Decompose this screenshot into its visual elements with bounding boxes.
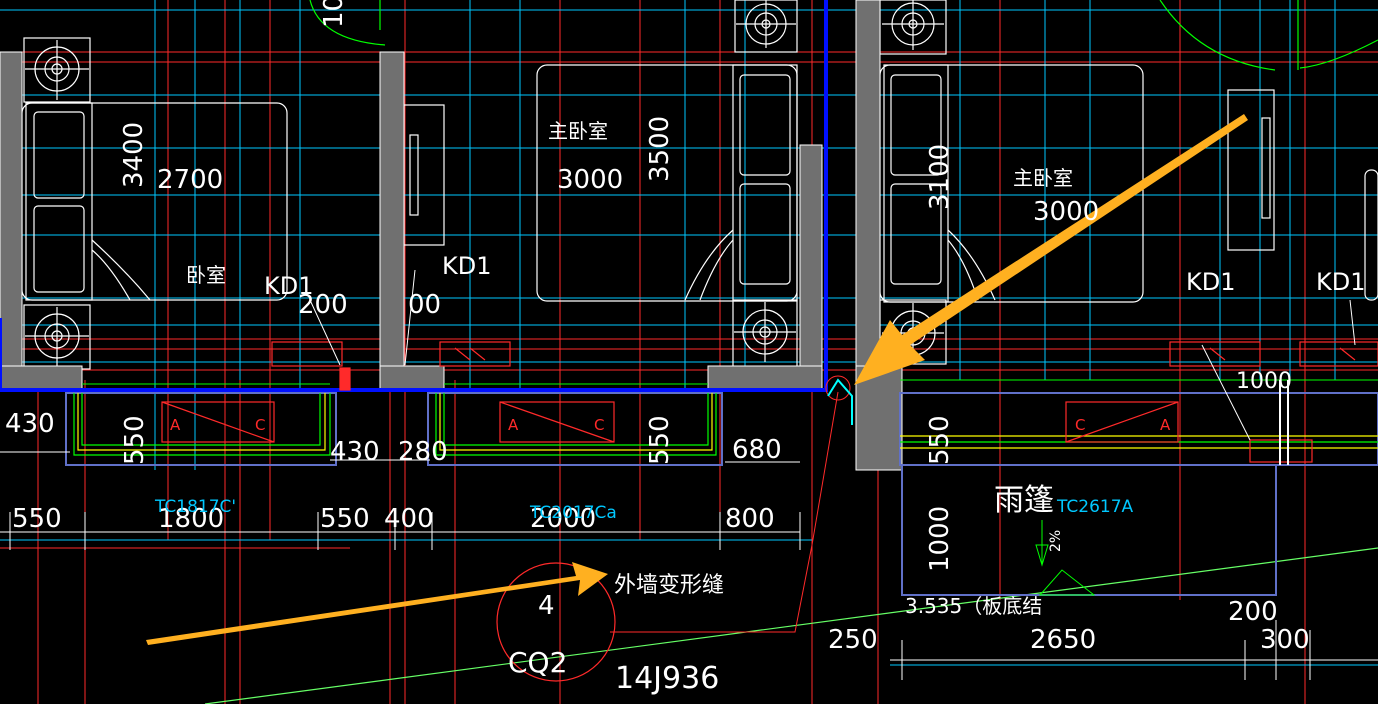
kd1-tag-a: KD1 — [264, 272, 314, 300]
kd1-tag-d: KD1 — [1316, 268, 1366, 296]
dim-550-c: 550 — [925, 415, 955, 465]
arrow-upper — [854, 114, 1248, 385]
dim-2650: 2650 — [1030, 625, 1096, 655]
slope-label: 2% — [1048, 530, 1064, 552]
window-tag-c: TC2617A — [1056, 497, 1134, 517]
partial-top-label: 10 — [319, 0, 349, 28]
detail-ref: CQ2 — [508, 646, 567, 679]
kd1-tag-c: KD1 — [1186, 268, 1236, 296]
dim-00: 00 — [408, 290, 441, 320]
dim-250: 250 — [828, 625, 878, 655]
arrow-lower — [146, 562, 608, 645]
dim-680: 680 — [732, 435, 782, 465]
room-master-left: 主卧室 — [548, 119, 608, 143]
dim-3100: 3100 — [925, 144, 955, 210]
dim-550-a: 550 — [120, 415, 150, 465]
furniture — [21, 64, 1378, 303]
dim-3500: 3500 — [645, 116, 675, 182]
dim-3000-left: 3000 — [557, 165, 623, 195]
dim-1000-v: 1000 — [925, 506, 955, 572]
dim-2700: 2700 — [157, 165, 223, 195]
dim-550-b: 550 — [645, 415, 675, 465]
door-arcs — [309, 0, 1378, 71]
dim-550-e: 550 — [320, 504, 370, 534]
slope-line — [204, 547, 1378, 704]
window-tag-b: TC2017Ca — [529, 503, 617, 523]
window-tag-a: TC1817C' — [154, 497, 236, 517]
dim-550-d: 550 — [12, 504, 62, 534]
dim-3400: 3400 — [119, 122, 149, 188]
ac-label-b1: A — [508, 416, 519, 434]
dim-800: 800 — [725, 504, 775, 534]
dim-430-a: 430 — [5, 409, 55, 439]
room-bedroom: 卧室 — [186, 263, 226, 287]
ac-label-c1: C — [1075, 416, 1085, 434]
dim-2000: 2000 — [530, 504, 596, 534]
dim-200-a: 200 — [298, 290, 348, 320]
ac-label-a2: C — [255, 416, 265, 434]
dim-200-b: 200 — [1228, 597, 1278, 627]
dim-1000-h: 1000 — [1236, 369, 1292, 394]
atlas-ref: 14J936 — [615, 661, 719, 696]
ac-label-c2: A — [1160, 416, 1171, 434]
walls — [0, 0, 903, 471]
dim-3000-right: 3000 — [1033, 197, 1099, 227]
slab-note: 3.535（板底结 — [905, 594, 1042, 618]
dim-430-b: 430 — [330, 437, 380, 467]
room-master-right: 主卧室 — [1013, 166, 1073, 190]
kd1-tag-b: KD1 — [442, 252, 492, 280]
ac-label-a1: A — [170, 416, 181, 434]
ac-units — [161, 401, 1179, 443]
dimension-lines — [0, 269, 1378, 680]
annotation-arrows — [146, 114, 1248, 645]
joint-note: 外墙变形缝 — [614, 573, 724, 598]
ac-label-b2: C — [594, 416, 604, 434]
canopy — [901, 464, 1277, 596]
detail-number: 4 — [538, 591, 555, 621]
joint-marker — [610, 375, 853, 633]
dim-1800: 1800 — [158, 504, 224, 534]
dim-300: 300 — [1260, 625, 1310, 655]
dim-280: 280 — [398, 437, 448, 467]
window-markers — [271, 341, 1378, 465]
boundary-blue — [0, 0, 828, 392]
canopy-label: 雨篷 — [994, 483, 1054, 518]
detail-symbol — [496, 562, 616, 682]
axis-grid-cyan — [0, 0, 1378, 666]
dim-400: 400 — [384, 504, 434, 534]
